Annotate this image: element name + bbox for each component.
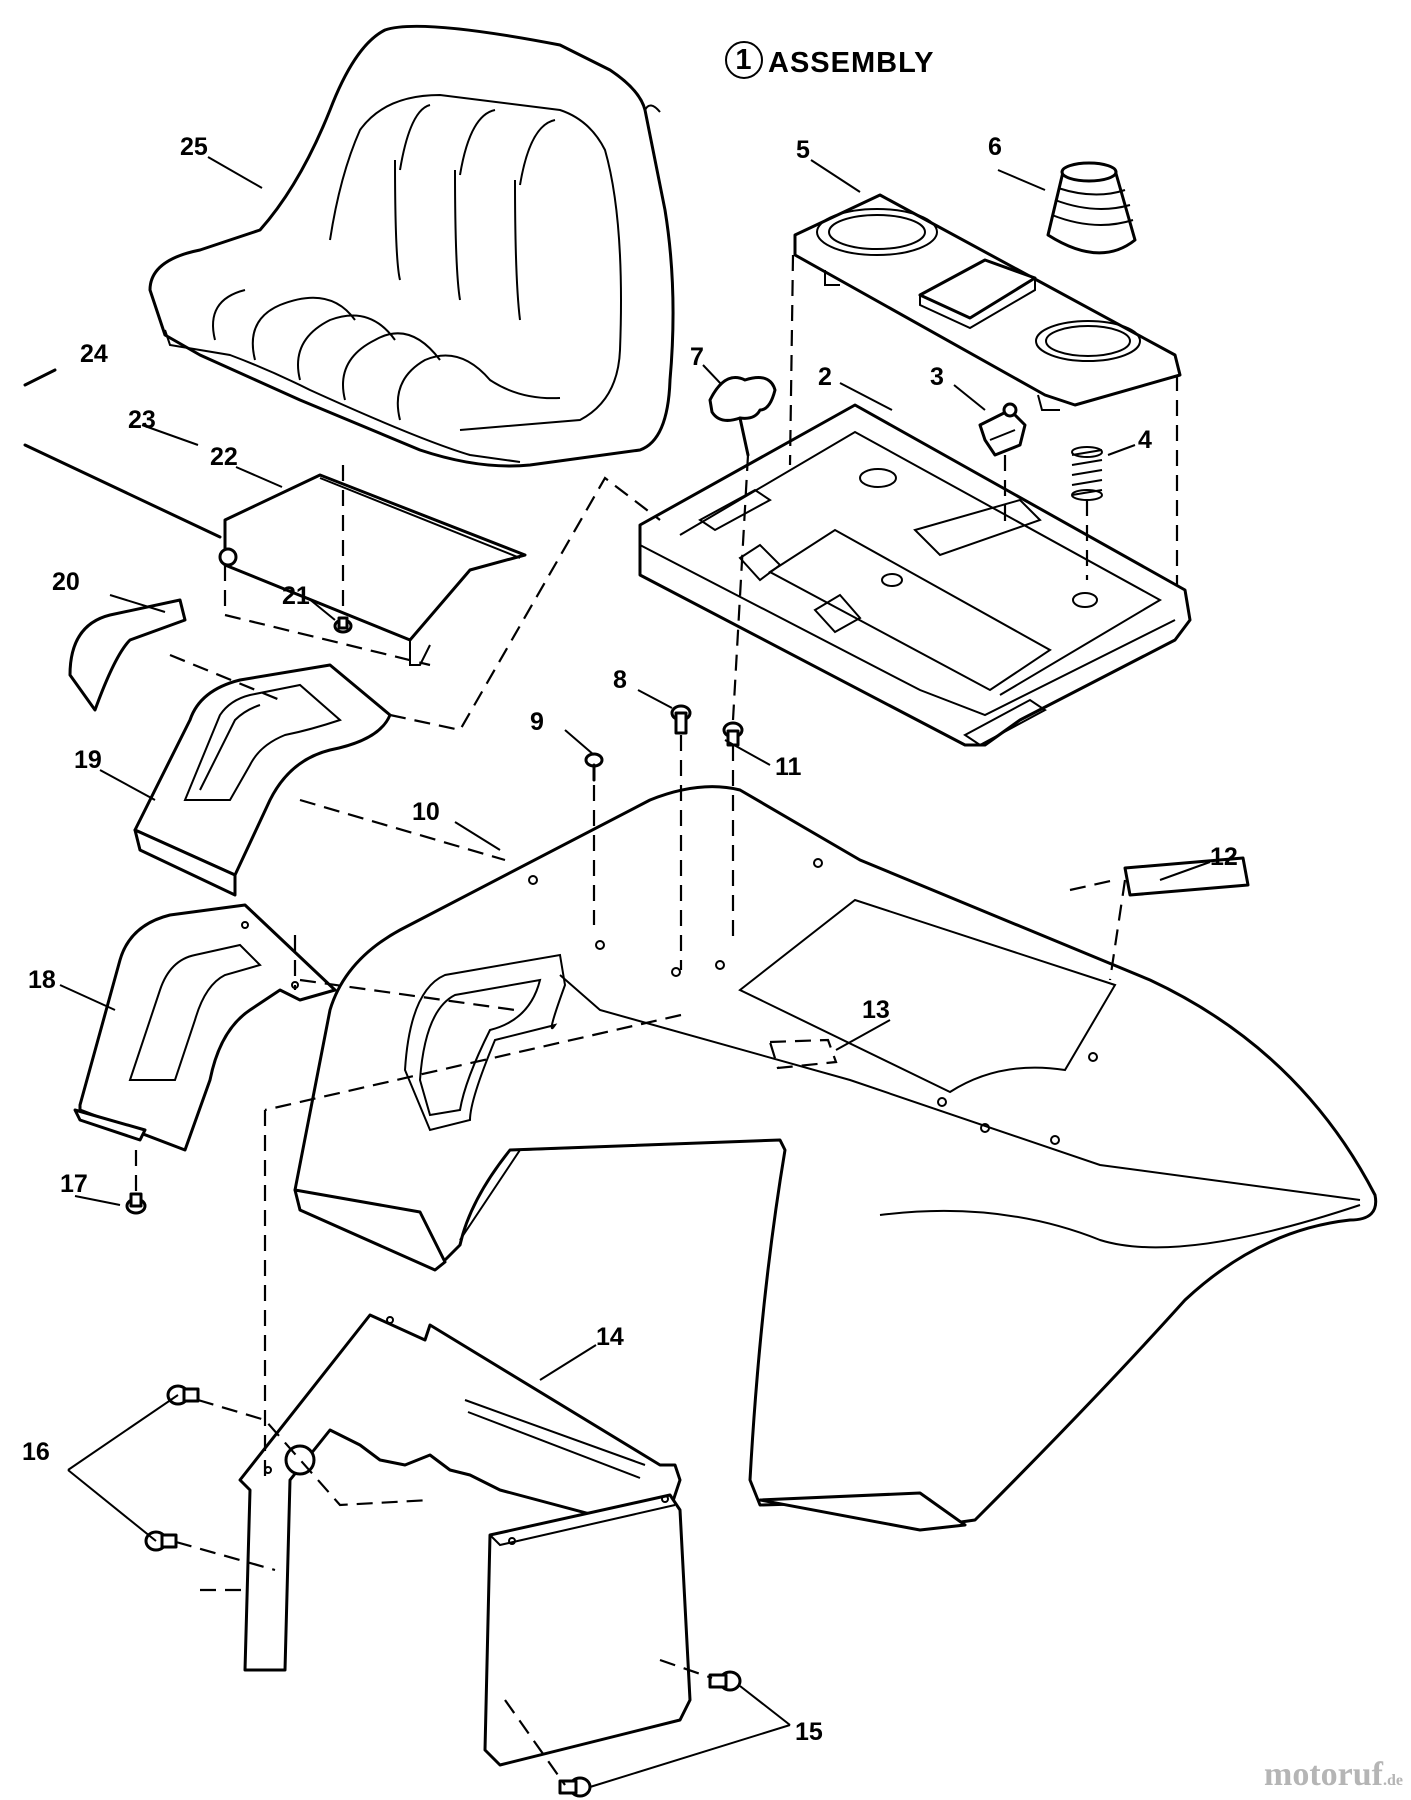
callout-22: 22 xyxy=(210,443,238,471)
callout-3: 3 xyxy=(930,363,944,391)
alignment-lines xyxy=(134,254,1179,1786)
spring-part-4 xyxy=(1071,446,1103,501)
callout-20: 20 xyxy=(52,568,80,596)
callout-24: 24 xyxy=(80,340,108,368)
callout-23: 23 xyxy=(128,406,156,434)
screw-part-21 xyxy=(333,616,353,634)
callout-21: 21 xyxy=(282,582,310,610)
rod-part-23 xyxy=(23,443,222,539)
assembly-title-text: ASSEMBLY xyxy=(768,47,934,79)
cover-part-19 xyxy=(133,663,392,897)
callout-4: 4 xyxy=(1138,426,1152,454)
callout-16: 16 xyxy=(22,1438,50,1466)
bracket-part-14 xyxy=(238,1313,692,1767)
callout-17: 17 xyxy=(60,1170,88,1198)
callout-9: 9 xyxy=(530,708,544,736)
knob-part-7 xyxy=(708,376,777,457)
assembly-number: 1 xyxy=(735,44,752,76)
leader-lines xyxy=(59,156,1211,1788)
callout-11: 11 xyxy=(775,753,802,781)
watermark-tld: .de xyxy=(1383,1772,1403,1789)
screw-part-8 xyxy=(670,704,692,735)
callout-labels: 25 24 23 22 21 20 19 18 17 16 15 14 13 1… xyxy=(22,133,1238,1746)
callout-10: 10 xyxy=(412,798,440,826)
callout-14: 14 xyxy=(596,1323,624,1351)
callout-13: 13 xyxy=(862,996,890,1024)
callout-18: 18 xyxy=(28,966,56,994)
part-24-line xyxy=(23,368,57,387)
fender-part-10 xyxy=(293,785,1378,1532)
circled-number-badge xyxy=(725,41,763,79)
screw-part-17 xyxy=(125,1192,147,1215)
screw-part-9 xyxy=(584,752,604,782)
screw-part-11 xyxy=(722,721,744,747)
seat-pan-part-22 xyxy=(218,473,527,666)
decal-part-20 xyxy=(68,598,187,712)
storage-bin-part-5 xyxy=(793,193,1182,411)
decal-part-12 xyxy=(1123,856,1250,897)
seat-part-25 xyxy=(148,24,675,468)
callout-25: 25 xyxy=(180,133,208,161)
callout-12: 12 xyxy=(1210,843,1238,871)
assembly-title: 1 ASSEMBLY xyxy=(725,41,934,79)
watermark-logo: motoruf.de xyxy=(1264,1756,1403,1794)
callout-19: 19 xyxy=(74,746,102,774)
latch-part-3 xyxy=(978,402,1027,457)
callout-15: 15 xyxy=(795,1718,823,1746)
callout-6: 6 xyxy=(988,133,1002,161)
callout-7: 7 xyxy=(690,343,704,371)
callout-5: 5 xyxy=(796,136,810,164)
cup-holder-part-6 xyxy=(1046,161,1137,255)
callout-8: 8 xyxy=(613,666,627,694)
console-tray-part-2 xyxy=(638,403,1192,747)
watermark-name: motoruf xyxy=(1264,1756,1383,1793)
callout-2: 2 xyxy=(818,363,832,391)
